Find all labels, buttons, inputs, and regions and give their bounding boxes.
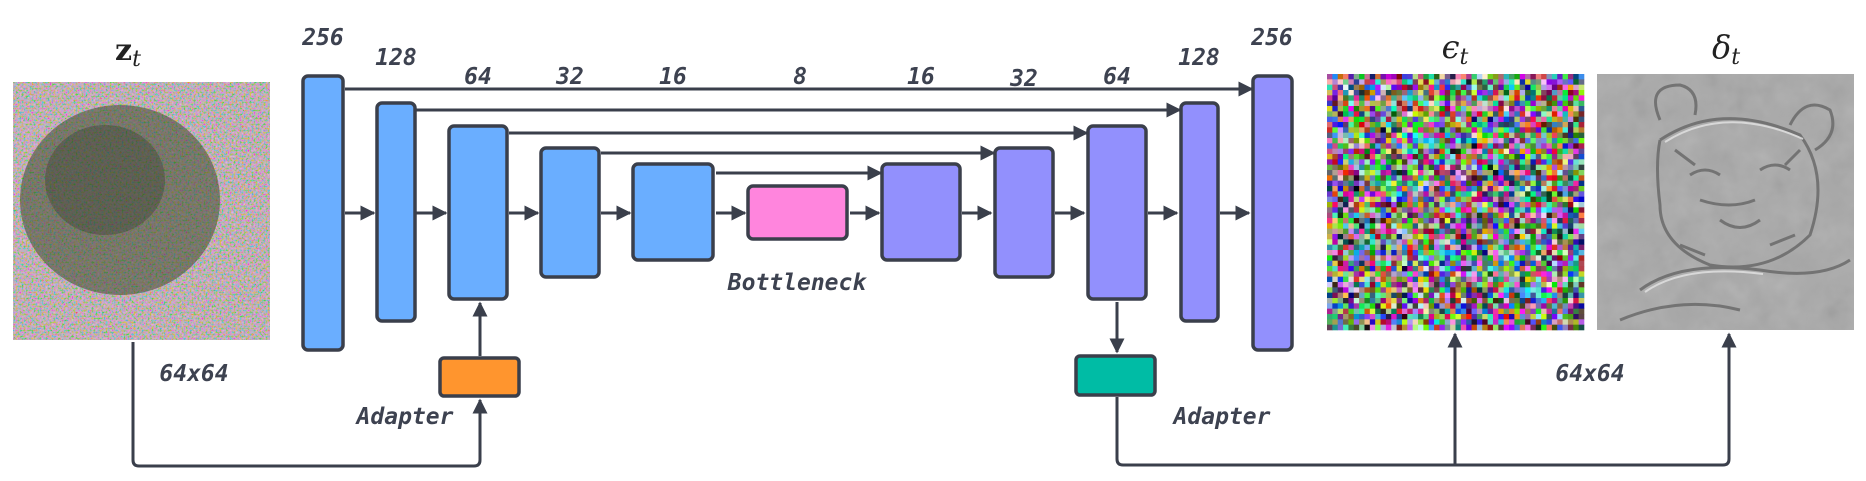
- output-noise-image: [1327, 74, 1585, 331]
- encoder-block-32: [539, 146, 601, 279]
- output-delta-label: δt: [1712, 28, 1740, 70]
- encoder-block-16: [631, 162, 715, 262]
- size-label-dec-128: 128: [1178, 45, 1220, 71]
- adapter-right-block: [1074, 354, 1157, 397]
- output-eps-label: ϵt: [1442, 28, 1469, 70]
- encoder-block-64: [447, 124, 509, 301]
- size-label-bottleneck: 8: [793, 64, 807, 90]
- bottleneck-label: Bottleneck: [727, 270, 868, 296]
- size-label-enc-64: 64: [464, 64, 492, 90]
- encoder-block-256: [301, 74, 345, 352]
- adapter-left-block: [438, 356, 521, 398]
- decoder-block-256: [1251, 74, 1294, 352]
- decoder-block-16: [880, 162, 962, 262]
- size-label-enc-16: 16: [659, 64, 687, 90]
- size-label-dec-256: 256: [1250, 25, 1293, 51]
- size-label-enc-32: 32: [555, 64, 584, 90]
- decoder-size-labels: 16 32 64 128 256: [907, 25, 1293, 92]
- decoder: [880, 74, 1294, 352]
- encoder: [301, 74, 715, 352]
- encoder-block-128: [375, 101, 417, 323]
- resolution-right-label: 64x64: [1555, 361, 1624, 387]
- size-label-enc-128: 128: [375, 45, 417, 71]
- resolution-left-label: 64x64: [159, 361, 228, 387]
- output-delta-image: [1597, 74, 1854, 330]
- size-label-enc-256: 256: [301, 25, 344, 51]
- decoder-block-64: [1086, 124, 1148, 301]
- input-label: zt: [115, 33, 141, 72]
- decoder-block-128: [1179, 101, 1220, 323]
- decoder-block-32: [993, 146, 1055, 279]
- size-label-dec-16: 16: [907, 64, 935, 90]
- size-label-dec-64: 64: [1103, 64, 1131, 90]
- input-noisy-image: [13, 82, 270, 340]
- encoder-size-labels: 256 128 64 32 16: [301, 25, 687, 90]
- adapter-left-label: Adapter: [355, 404, 454, 430]
- adapter-connections: [131, 301, 1737, 468]
- size-label-dec-32: 32: [1009, 66, 1038, 92]
- bottleneck-block: [746, 184, 849, 241]
- skip-connections: [345, 81, 1254, 181]
- adapter-right-label: Adapter: [1172, 404, 1271, 430]
